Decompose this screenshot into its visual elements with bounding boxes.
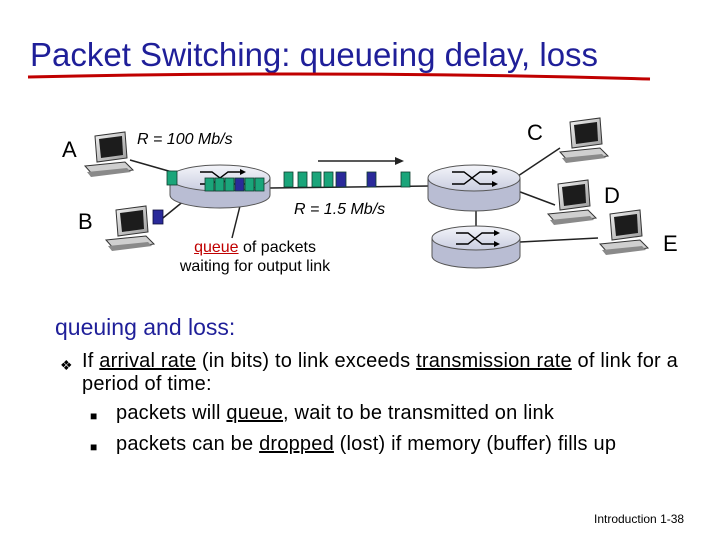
- queue-line2: waiting for output link: [179, 258, 331, 275]
- access-rate-label: R = 100 Mb/s: [137, 131, 233, 148]
- sub-bullet-text: packets will queue, wait to be transmitt…: [116, 402, 691, 425]
- text-segment: If: [82, 350, 100, 372]
- desktop-computer-icon: [546, 179, 598, 225]
- dropped-term: dropped: [259, 433, 334, 455]
- packet: [366, 171, 377, 188]
- packet: [244, 177, 255, 192]
- packet: [224, 177, 235, 192]
- packet: [214, 177, 225, 192]
- packet: [152, 209, 164, 225]
- bullet-text: If arrival rate (in bits) to link exceed…: [82, 350, 697, 396]
- queued-packets: [204, 177, 265, 192]
- desktop-computer-icon: [83, 131, 135, 177]
- transmission-arrowhead: [395, 157, 404, 165]
- packet: [311, 171, 322, 188]
- packet: [204, 177, 215, 192]
- packet: [323, 171, 334, 188]
- router-icon: [431, 225, 521, 269]
- square-bullet-icon: ■: [90, 409, 98, 423]
- packet: [254, 177, 265, 192]
- host-d-label: D: [604, 183, 620, 208]
- text-segment: (lost) if memory (buffer) fills up: [333, 433, 617, 455]
- link-a-router: [129, 159, 173, 173]
- square-bullet-icon: ■: [90, 440, 98, 454]
- slide-footer: Introduction 1-38: [594, 512, 684, 526]
- link-router2-e: [519, 237, 599, 243]
- footer-page: 1-38: [660, 512, 685, 526]
- title-underline: [27, 72, 651, 81]
- text-segment: of link for a period of time:: [82, 350, 678, 395]
- packet: [166, 170, 178, 186]
- section-heading: queuing and loss:: [55, 314, 236, 340]
- transmission-rate-term: transmission rate: [416, 350, 572, 372]
- queue-annotation: queue of packets waiting for output link: [160, 238, 350, 276]
- packet: [297, 171, 308, 188]
- sub-bullet-text: packets can be dropped (lost) if memory …: [116, 433, 691, 456]
- text-segment: , wait to be transmitted on link: [283, 402, 555, 424]
- text-segment: packets can be: [116, 433, 260, 455]
- host-b-label: B: [78, 209, 93, 234]
- link-rate-label: R = 1.5 Mb/s: [294, 201, 386, 218]
- slide-title: Packet Switching: queueing delay, loss: [30, 36, 599, 73]
- host-a-label: A: [62, 137, 77, 162]
- queue-term: queue: [226, 402, 284, 424]
- host-e-label: E: [663, 231, 678, 256]
- diamond-bullet-icon: ❖: [60, 357, 73, 373]
- desktop-computer-icon: [104, 205, 156, 251]
- host-c-label: C: [527, 120, 543, 145]
- desktop-computer-icon: [598, 209, 650, 255]
- text-segment: packets will: [116, 402, 227, 424]
- router-icon: [427, 164, 521, 212]
- queue-word: queue: [194, 239, 239, 256]
- desktop-computer-icon: [558, 117, 610, 163]
- link-router-d: [514, 189, 556, 206]
- link-packets: [283, 171, 411, 188]
- text-segment: (in bits) to link exceeds: [196, 350, 417, 372]
- packet: [335, 171, 347, 188]
- arrival-rate-term: arrival rate: [99, 350, 197, 372]
- packet: [234, 177, 245, 192]
- footer-chapter: Introduction: [594, 512, 657, 526]
- link-router-c: [514, 147, 561, 179]
- packet: [283, 171, 294, 188]
- packet: [400, 171, 411, 188]
- queue-rest: of packets: [238, 239, 316, 256]
